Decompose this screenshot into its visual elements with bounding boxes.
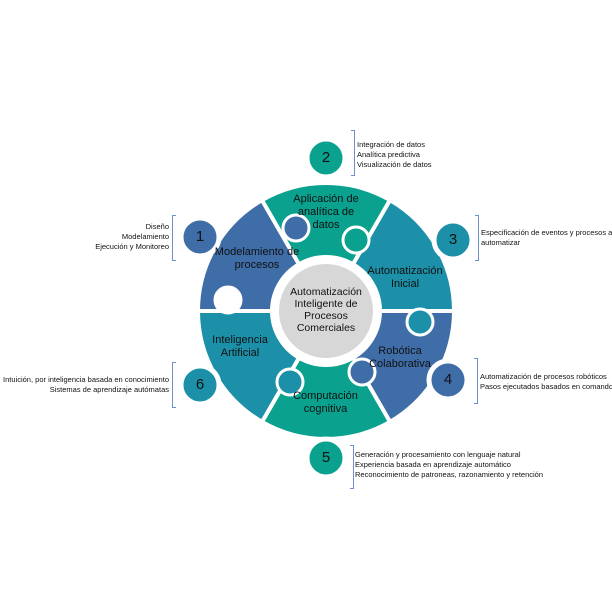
note: Sistemas de aprendizaje autómatas: [49, 385, 169, 394]
note: Diseño: [145, 222, 169, 231]
note: automatizar: [481, 238, 521, 247]
note: Especificación de eventos y procesos a: [481, 228, 612, 237]
step-number-4: 4: [443, 371, 453, 388]
note: Analítica predictiva: [357, 150, 420, 159]
note: Intuición, por inteligencia basada en co…: [3, 375, 169, 384]
segment-1: [195, 197, 302, 313]
note: Generación y procesamiento con lenguaje …: [355, 450, 521, 459]
segment-3: [350, 197, 457, 313]
notes-4: Automatización de procesos robóticos Pas…: [480, 372, 612, 392]
bracket-1: [172, 215, 176, 261]
step-number-2: 2: [321, 149, 331, 166]
center-title: Automatización Inteligente de Procesos C…: [290, 286, 362, 334]
puzzle-knob: [347, 357, 377, 387]
segment-label-3: Automatización Inicial: [367, 265, 443, 290]
segment-4: [350, 309, 457, 425]
bracket-4: [474, 358, 478, 404]
segment-label-5: Computación cognitiva: [293, 390, 358, 415]
segment-label-1: Modelamiento de procesos: [214, 246, 300, 271]
puzzle-knob: [213, 285, 243, 315]
segment-label-2: Aplicación de analítica de datos: [293, 193, 359, 231]
puzzle-knob: [281, 213, 311, 243]
step-circle-6: [178, 363, 222, 407]
note: Automatización de procesos robóticos: [480, 372, 607, 381]
puzzle-knob: [341, 225, 371, 255]
bracket-5: [350, 445, 354, 489]
step-circle-5: [304, 436, 348, 480]
notes-3: Especificación de eventos y procesos a a…: [481, 228, 612, 248]
note: Visualización de datos: [357, 160, 432, 169]
step-circle-1: [178, 215, 222, 259]
notes-5: Generación y procesamiento con lenguaje …: [355, 450, 543, 480]
segment-label-4: Robótica Colaborativa: [369, 345, 431, 370]
note: Experiencia basada en aprendizaje automá…: [355, 460, 511, 469]
note: Reconocimiento de patroneas, razonamient…: [355, 470, 544, 479]
step-circle-4: [426, 358, 470, 402]
bracket-3: [475, 215, 479, 261]
step-number-3: 3: [448, 231, 458, 248]
center-circle: [279, 264, 373, 358]
step-number-1: 1: [195, 228, 205, 245]
segment-label-6: Inteligencia Artificial: [212, 334, 268, 359]
note: Modelamiento: [121, 232, 169, 241]
notes-6: Intuición, por inteligencia basada en co…: [3, 375, 169, 395]
note: Integración de datos: [357, 140, 425, 149]
segment-6: [195, 309, 302, 425]
puzzle-knob: [275, 367, 305, 397]
puzzle-knob: [405, 307, 435, 337]
bracket-2: [351, 130, 355, 176]
step-number-6: 6: [195, 376, 205, 393]
bracket-6: [172, 362, 176, 408]
note: Pasos ejecutados basados en comandos: [480, 382, 612, 391]
note: Ejecución y Monitoreo: [95, 242, 169, 251]
notes-2: Integración de datos Analítica predictiv…: [357, 140, 432, 170]
step-circle-2: [304, 136, 348, 180]
step-circle-3: [431, 218, 475, 262]
step-number-5: 5: [321, 449, 331, 466]
notes-1: Diseño Modelamiento Ejecución y Monitore…: [95, 222, 169, 252]
